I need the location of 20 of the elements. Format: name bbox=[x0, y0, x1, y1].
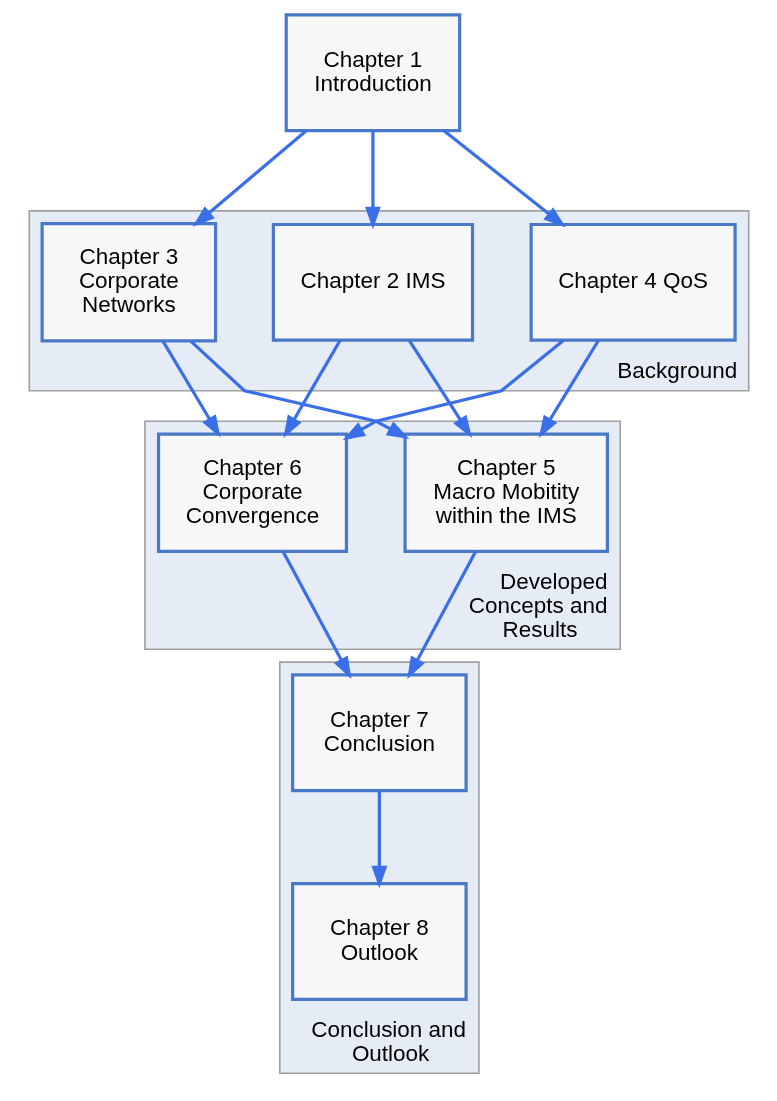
node-box: Chapter 3 Corporate Networks bbox=[40, 222, 217, 343]
node-box: Chapter 4 QoS bbox=[529, 222, 737, 342]
arrow bbox=[538, 339, 600, 438]
arrow bbox=[442, 129, 566, 228]
arrow bbox=[189, 339, 409, 439]
arrow bbox=[370, 791, 387, 889]
node-box: Chapter 2 IMS bbox=[271, 222, 474, 342]
node-box: Chapter 6 Corporate Convergence bbox=[156, 432, 348, 553]
node-box: Chapter 7 Conclusion bbox=[290, 673, 468, 793]
arrow bbox=[342, 339, 564, 441]
arrow bbox=[281, 550, 351, 680]
node-box: Chapter 5 Macro Mobitity within the IMS bbox=[402, 432, 609, 553]
arrow bbox=[161, 340, 221, 438]
arrow bbox=[192, 129, 307, 227]
node-box: Chapter 8 Outlook bbox=[290, 882, 468, 1001]
arrow bbox=[364, 130, 381, 230]
arrow bbox=[406, 550, 477, 680]
arrow bbox=[407, 339, 472, 438]
arrow bbox=[282, 339, 341, 438]
node-box: Chapter 1 Introduction bbox=[284, 13, 461, 133]
